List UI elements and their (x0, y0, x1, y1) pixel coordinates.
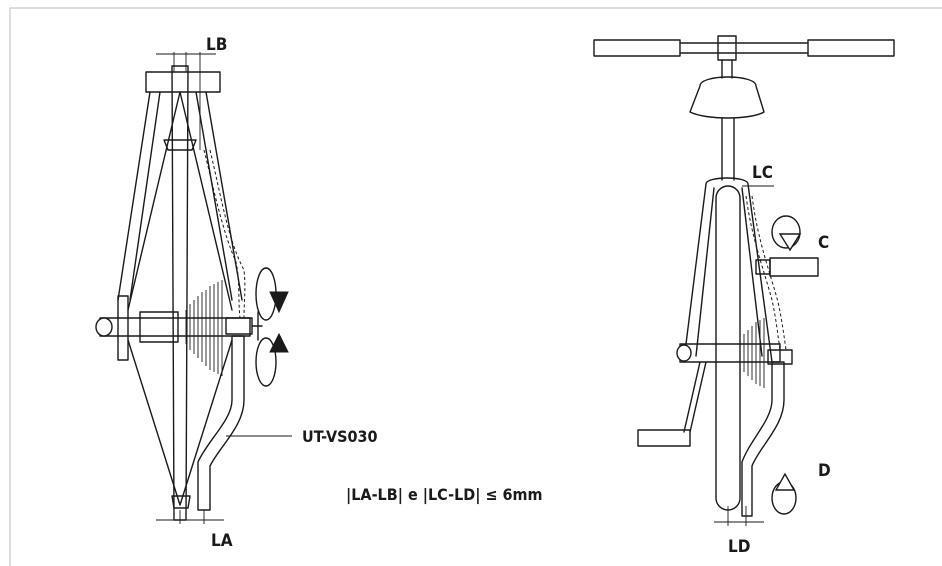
crank-arm-left (683, 361, 707, 433)
alignment-tool-right (741, 349, 793, 517)
label-model: UT-VS030 (302, 427, 378, 446)
axle-nut-left (95, 317, 113, 337)
alignment-tool-arm (197, 335, 245, 511)
handlebar-bar (679, 42, 809, 54)
label-formula: |LA-LB| e |LC-LD| ≤ 6mm (346, 485, 543, 505)
bike-rear-view (593, 35, 895, 511)
label-lc: LC (752, 163, 773, 183)
stem-clamp (717, 35, 737, 61)
lb-measure-lines (156, 52, 216, 150)
alignment-tool-rear (197, 311, 263, 511)
rear-view-wheel-frame (95, 65, 251, 521)
rotate-arrow-down-icon (255, 267, 289, 321)
handlebar-grip-right (807, 39, 895, 57)
seatpost (721, 117, 735, 181)
derailleur-cable-dashed-2 (209, 149, 246, 319)
label-ld: LD (728, 537, 750, 557)
label-lb: LB (206, 35, 227, 55)
rear-wheel-rim (171, 65, 189, 521)
label-la: LA (211, 531, 233, 551)
rear-stays (683, 177, 773, 363)
la-measure-lines (156, 510, 224, 524)
alignment-tool-clamp (225, 317, 253, 335)
label-c: C (818, 233, 829, 253)
rear-stays-inner (695, 187, 763, 357)
pedal-left (637, 429, 691, 447)
rim-bottom-block (171, 495, 191, 509)
label-d: D (818, 461, 831, 481)
hub-body (139, 311, 179, 343)
right-seatstay (195, 91, 243, 301)
derailleur-cable (745, 195, 781, 351)
brake-bridge (163, 139, 197, 151)
alignment-tool-clamp-right (767, 349, 793, 365)
saddle (689, 76, 765, 119)
pedal-right (769, 257, 819, 277)
cassette (743, 318, 765, 388)
axle-nut (676, 344, 692, 362)
cassette-cogs (185, 280, 223, 376)
derailleur-cable-2 (751, 195, 787, 351)
derailleur-cable-dashed (203, 149, 241, 319)
rear-hub (679, 343, 781, 363)
handlebar-grip-left (593, 39, 681, 57)
rotate-arrow-d-icon (771, 472, 797, 515)
stem (721, 59, 733, 79)
spoke-cone-top (127, 91, 233, 311)
rear-wheel-tire (715, 185, 741, 511)
alignment-tool-arm-right (741, 361, 785, 517)
dropout-left (117, 295, 129, 361)
spoke-cone-bottom (127, 339, 233, 506)
seat-tube-top-block (145, 71, 221, 93)
rotate-arrow-up-icon (255, 332, 289, 387)
rotate-arrow-c-icon (771, 215, 802, 252)
left-seatstay (117, 91, 161, 301)
